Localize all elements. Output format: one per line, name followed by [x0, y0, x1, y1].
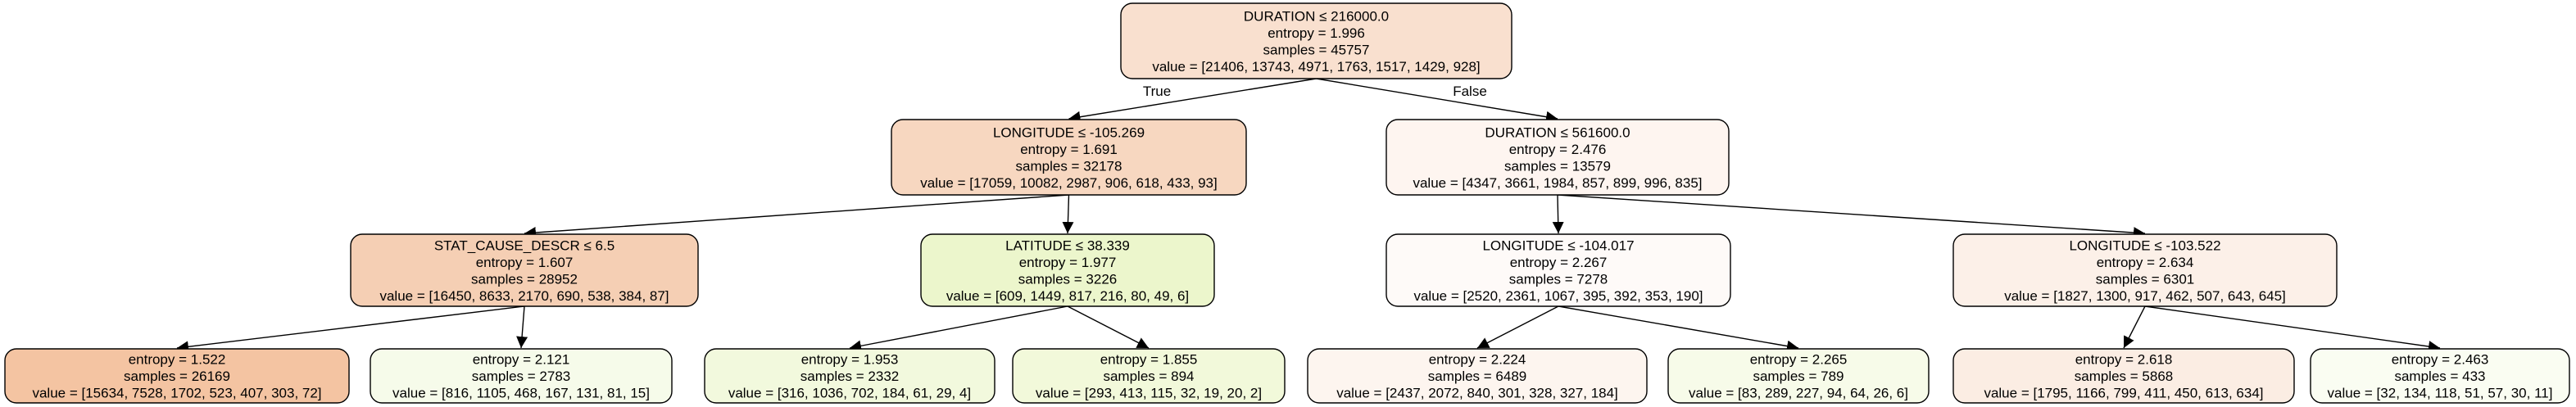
tree-node-box [891, 119, 1247, 196]
tree-node-line: entropy = 2.121 [473, 352, 570, 368]
tree-node-line: DURATION ≤ 216000.0 [1244, 8, 1389, 24]
tree-node-line: entropy = 2.267 [1510, 255, 1608, 270]
tree-edge-arrow [1557, 194, 2146, 239]
tree-node-line: samples = 26169 [124, 369, 230, 384]
tree-node-line: entropy = 1.691 [1020, 142, 1118, 157]
tree-node-line: samples = 7278 [1509, 271, 1608, 287]
tree-edge-arrow [176, 305, 525, 353]
tree-node-line: LONGITUDE ≤ -105.269 [993, 124, 1145, 140]
tree-node-box [1012, 348, 1286, 404]
tree-node-line: samples = 5868 [2075, 369, 2174, 384]
tree-node-line: value = [4347, 3661, 1984, 857, 899, 996… [1413, 175, 1702, 191]
tree-node-line: entropy = 1.522 [129, 352, 226, 368]
tree-node-box [920, 233, 1215, 307]
tree-node-box [704, 348, 995, 404]
tree-node-line: LONGITUDE ≤ -103.522 [2069, 237, 2220, 253]
tree-node-line: value = [32, 134, 118, 51, 57, 30, 11] [2328, 386, 2553, 401]
tree-node-line: LATITUDE ≤ 38.339 [1005, 237, 1130, 253]
tree-node-box [350, 233, 699, 307]
tree-node-line: value = [316, 1036, 702, 184, 61, 29, 4] [728, 386, 971, 401]
tree-node-line: value = [83, 289, 227, 94, 64, 26, 6] [1689, 386, 1908, 401]
tree-node-line: value = [17059, 10082, 2987, 906, 618, 4… [920, 175, 1218, 191]
tree-edge-arrow [524, 194, 1069, 238]
tree-node-line: samples = 32178 [1016, 158, 1122, 174]
tree-node-line: entropy = 1.953 [801, 352, 899, 368]
tree-node-line: samples = 894 [1103, 369, 1194, 384]
tree-edge-arrow [2123, 305, 2146, 349]
tree-edge-arrow [1068, 78, 1317, 123]
tree-node-line: entropy = 2.224 [1429, 352, 1526, 368]
tree-node-line: value = [1827, 1300, 917, 462, 507, 643,… [2004, 288, 2286, 304]
tree-node-line: DURATION ≤ 561600.0 [1485, 124, 1630, 140]
tree-node-n5: LONGITUDE ≤ -104.017 entropy = 2.267sampl… [1386, 233, 1731, 307]
tree-node-box [370, 348, 673, 404]
tree-edge-arrow [849, 305, 1068, 352]
tree-node-line: entropy = 1.996 [1268, 25, 1365, 41]
tree-edge-arrow [2144, 305, 2441, 352]
tree-node-line: samples = 6489 [1428, 369, 1527, 384]
tree-node-box [1120, 2, 1512, 79]
tree-edge-label: False [1453, 84, 1487, 99]
tree-node-line: samples = 45757 [1263, 42, 1370, 57]
tree-node-n3: STAT_CAUSE_DESCR ≤ 6.5 entropy = 1.607sam… [350, 233, 699, 307]
tree-node-line: entropy = 2.634 [2097, 255, 2194, 270]
tree-node-line: entropy = 1.855 [1100, 352, 1198, 368]
tree-node-line: samples = 13579 [1504, 158, 1611, 174]
tree-node-line: value = [21406, 13743, 4971, 1763, 1517,… [1152, 59, 1480, 75]
tree-edge-arrow [1067, 305, 1150, 349]
tree-node-n6: LONGITUDE ≤ -103.522 entropy = 2.634sampl… [1952, 233, 2338, 307]
tree-node-box [1307, 348, 1648, 404]
tree-node-n2: DURATION ≤ 561600.0 entropy = 2.476sample… [1386, 119, 1730, 196]
tree-node-line: value = [609, 1449, 817, 216, 80, 49, 6] [946, 288, 1189, 304]
tree-node-line: value = [2437, 2072, 840, 301, 328, 327,… [1336, 386, 1618, 401]
tree-node-line: samples = 6301 [2096, 271, 2195, 287]
tree-node-line: value = [16450, 8633, 2170, 690, 538, 38… [379, 288, 669, 304]
tree-node-line: value = [816, 1105, 468, 167, 131, 81, 1… [392, 386, 650, 401]
tree-node-box [1667, 348, 1930, 404]
tree-node-line: entropy = 1.977 [1019, 255, 1117, 270]
tree-node-box [4, 348, 350, 404]
tree-edge-label: True [1143, 84, 1171, 99]
tree-node-line: entropy = 2.476 [1509, 142, 1607, 157]
tree-node-line: value = [15634, 7528, 1702, 523, 407, 30… [32, 386, 321, 401]
tree-edge-arrow [1558, 305, 1799, 352]
tree-node-line: entropy = 2.618 [2075, 352, 2173, 368]
tree-node-line: entropy = 1.607 [476, 255, 574, 270]
tree-edge-arrow [1476, 305, 1559, 349]
tree-edge-arrow [516, 305, 528, 349]
tree-node-box [1386, 233, 1731, 307]
tree-node-box [1386, 119, 1730, 196]
tree-node-line: samples = 789 [1753, 369, 1844, 384]
tree-edge-arrow [1062, 194, 1074, 234]
tree-node-line: samples = 28952 [471, 271, 578, 287]
tree-node-box [1952, 348, 2295, 404]
tree-node-line: value = [1795, 1166, 799, 411, 450, 613,… [1984, 386, 2263, 401]
tree-node-line: samples = 3226 [1018, 271, 1118, 287]
tree-node-box [1952, 233, 2338, 307]
tree-node-line: samples = 2783 [472, 369, 571, 384]
tree-node-line: samples = 2332 [800, 369, 900, 384]
tree-edge-arrow [1316, 78, 1558, 123]
tree-node-line: entropy = 2.265 [1750, 352, 1848, 368]
tree-node-box [2310, 348, 2570, 404]
tree-node-line: STAT_CAUSE_DESCR ≤ 6.5 [434, 237, 615, 253]
tree-node-n1: LONGITUDE ≤ -105.269 entropy = 1.691sampl… [891, 119, 1247, 196]
tree-node-line: entropy = 2.463 [2392, 352, 2489, 368]
tree-node-line: LONGITUDE ≤ -104.017 [1482, 237, 1634, 253]
tree-node-n4: LATITUDE ≤ 38.339 entropy = 1.977samples … [920, 233, 1215, 307]
tree-node-line: samples = 433 [2394, 369, 2485, 384]
tree-node-line: value = [2520, 2361, 1067, 395, 392, 353… [1413, 288, 1703, 304]
tree-node-line: value = [293, 413, 115, 32, 19, 20, 2] [1036, 386, 1262, 401]
